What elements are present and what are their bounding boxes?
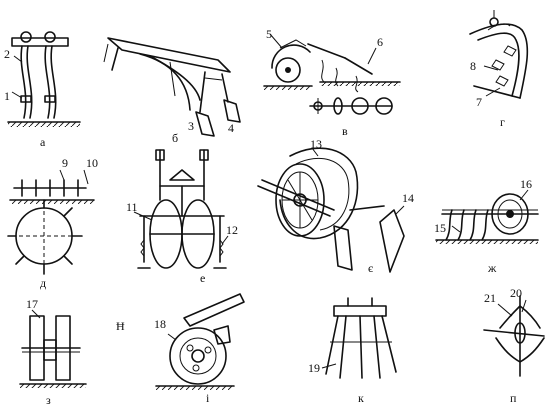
panel-d-toothed-drum <box>7 169 95 275</box>
panel-i-disc-wheel <box>155 293 245 390</box>
callout-12: 12 <box>226 223 238 237</box>
panel-label-i: і <box>206 391 210 405</box>
callout-10: 10 <box>86 156 98 170</box>
panel-label-z: з <box>46 393 51 407</box>
callout-3: 3 <box>188 119 194 133</box>
callout-11: 11 <box>126 200 138 214</box>
callout-21: 21 <box>484 291 496 305</box>
panel-label-e: е <box>200 271 205 285</box>
panel-e-twin-wheel-frame <box>133 149 229 269</box>
panel-label-v: в <box>342 124 348 138</box>
panel-g-chain-ring <box>469 10 529 99</box>
panel-a-spring-tines <box>7 31 81 127</box>
panel-k-rotary-tines <box>321 297 397 379</box>
callout-14: 14 <box>402 191 414 205</box>
callout-13: 13 <box>310 137 322 151</box>
callout-17: 17 <box>26 297 38 311</box>
panel-ye-drum-roller <box>257 147 405 273</box>
callout-18: 18 <box>154 317 166 331</box>
callout-8: 8 <box>470 59 476 73</box>
panel-label-zh: ж <box>487 261 497 275</box>
callout-16: 16 <box>520 177 532 191</box>
callout-9: 9 <box>62 156 68 170</box>
panel-v-disc-roller <box>263 33 401 115</box>
panel-label-k: к <box>358 391 364 405</box>
panel-z-double-bar <box>19 309 87 388</box>
callout-2: 2 <box>4 47 10 61</box>
callout-1: 1 <box>4 89 10 103</box>
callout-7: 7 <box>476 95 482 109</box>
callout-19: 19 <box>308 361 320 375</box>
panel-b-chisel-plow <box>103 37 241 137</box>
panel-label-a: а <box>40 135 46 149</box>
callout-6: 6 <box>377 35 383 49</box>
stray-glyph: Ħ <box>116 319 125 333</box>
panel-label-b: б <box>172 131 178 145</box>
callout-20: 20 <box>510 286 522 300</box>
panel-label-ye: є <box>368 261 373 275</box>
panel-label-g: г <box>500 115 505 129</box>
callout-4: 4 <box>228 121 234 135</box>
panel-zh-tines-and-disc <box>435 189 539 244</box>
panel-p-rotary-blade <box>483 295 545 377</box>
callout-5: 5 <box>266 27 272 41</box>
panel-label-p: п <box>510 391 517 405</box>
panel-label-d: д <box>40 276 46 290</box>
callout-15: 15 <box>434 221 446 235</box>
